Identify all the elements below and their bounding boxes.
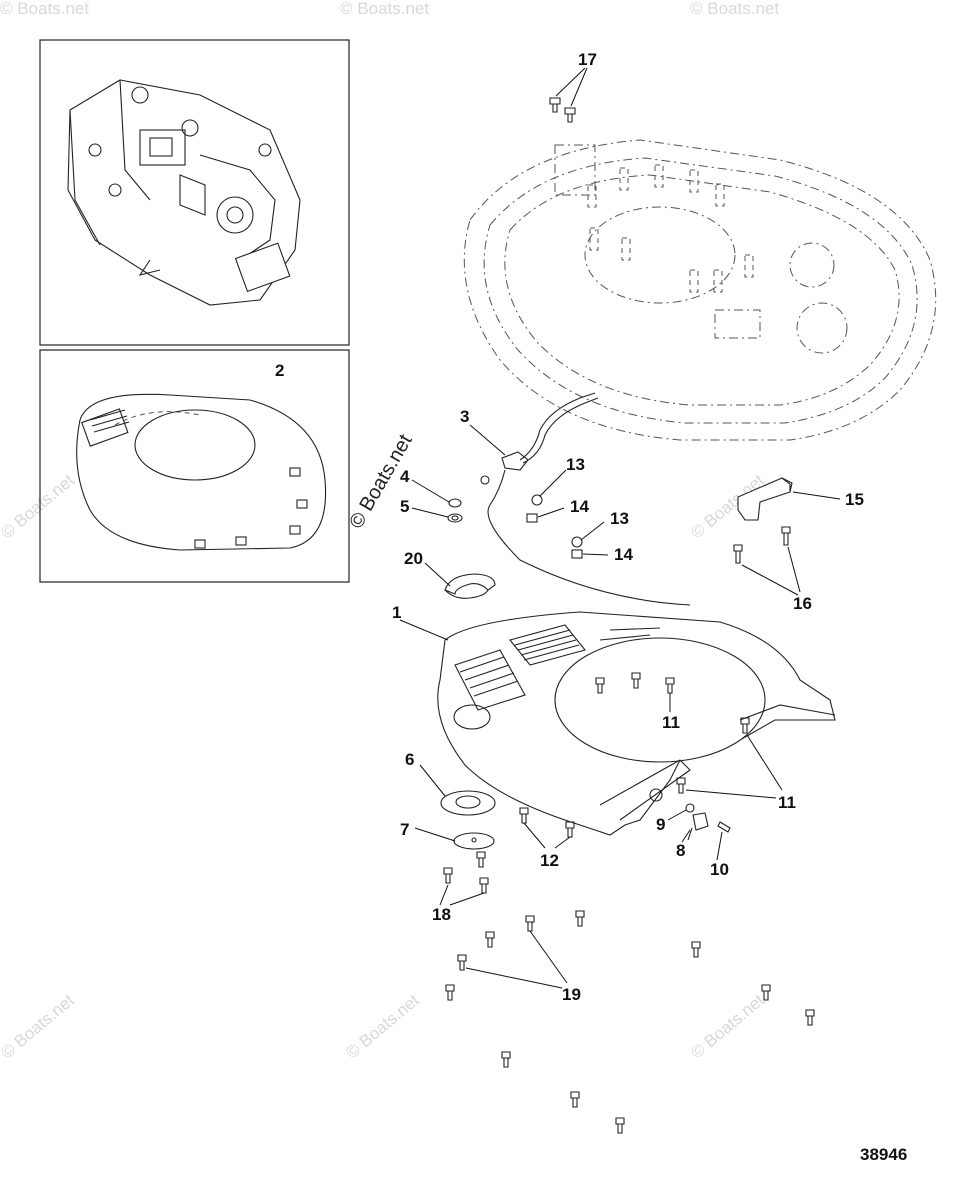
fasteners-13-14 xyxy=(526,469,609,559)
inset-transmission-box xyxy=(39,39,350,346)
screws-11 xyxy=(595,672,783,799)
inset-plate-illustration xyxy=(76,393,327,551)
flywheel-housing-reference xyxy=(463,139,937,441)
callout-12: 12 xyxy=(540,851,559,870)
callout-14b: 14 xyxy=(614,545,633,564)
callout-17: 17 xyxy=(578,50,597,69)
callout-13b: 13 xyxy=(610,509,629,528)
callout-7: 7 xyxy=(400,820,409,839)
bolt-16 xyxy=(733,526,801,596)
callout-18: 18 xyxy=(432,905,451,924)
callout-10: 10 xyxy=(710,860,729,879)
callout-2: 2 xyxy=(275,361,284,380)
fitting-8-9-10 xyxy=(667,803,731,861)
callout-1: 1 xyxy=(392,603,401,622)
screws-18 xyxy=(439,851,489,906)
callout-3: 3 xyxy=(460,407,469,426)
callout-16: 16 xyxy=(793,594,812,613)
watermark-faint: © Boats.net xyxy=(690,0,779,18)
housing-studs xyxy=(587,164,754,293)
callout-20: 20 xyxy=(404,549,423,568)
watermark-faint: © Boats.net xyxy=(0,470,78,542)
inset-plate-box xyxy=(39,349,350,583)
callout-11b: 11 xyxy=(778,793,796,812)
washer-4-5 xyxy=(411,479,463,523)
callout-13a: 13 xyxy=(566,455,585,474)
retaining-ring-20 xyxy=(424,562,496,599)
screws-19 xyxy=(445,910,815,1134)
figure-number: 38946 xyxy=(860,1145,907,1164)
sensor-3 xyxy=(469,392,691,606)
flywheel-cover-plate-1 xyxy=(399,611,836,836)
callout-14a: 14 xyxy=(570,497,589,516)
callout-6: 6 xyxy=(405,750,414,769)
watermark-faint: © Boats.net xyxy=(340,0,429,18)
callout-5: 5 xyxy=(400,497,409,516)
bracket-15 xyxy=(737,477,841,521)
watermark-faint: © Boats.net xyxy=(0,0,89,18)
watermark-faint: © Boats.net xyxy=(0,990,78,1062)
callout-9: 9 xyxy=(656,815,665,834)
screws-12 xyxy=(519,807,575,849)
callout-15: 15 xyxy=(845,490,864,509)
callout-19: 19 xyxy=(562,985,581,1004)
callout-11a: 11 xyxy=(662,713,680,732)
callout-8: 8 xyxy=(676,841,685,860)
callout-4: 4 xyxy=(400,467,410,486)
watermark-faint: © Boats.net xyxy=(342,990,423,1062)
bolt-17 xyxy=(549,67,588,123)
callout-labels: 1 2 3 4 5 6 7 8 9 10 11 11 12 13 13 14 1… xyxy=(275,50,864,1004)
cover-6-7 xyxy=(414,764,496,850)
watermark-faint: © Boats.net xyxy=(687,990,768,1062)
transmission-illustration xyxy=(67,79,301,306)
